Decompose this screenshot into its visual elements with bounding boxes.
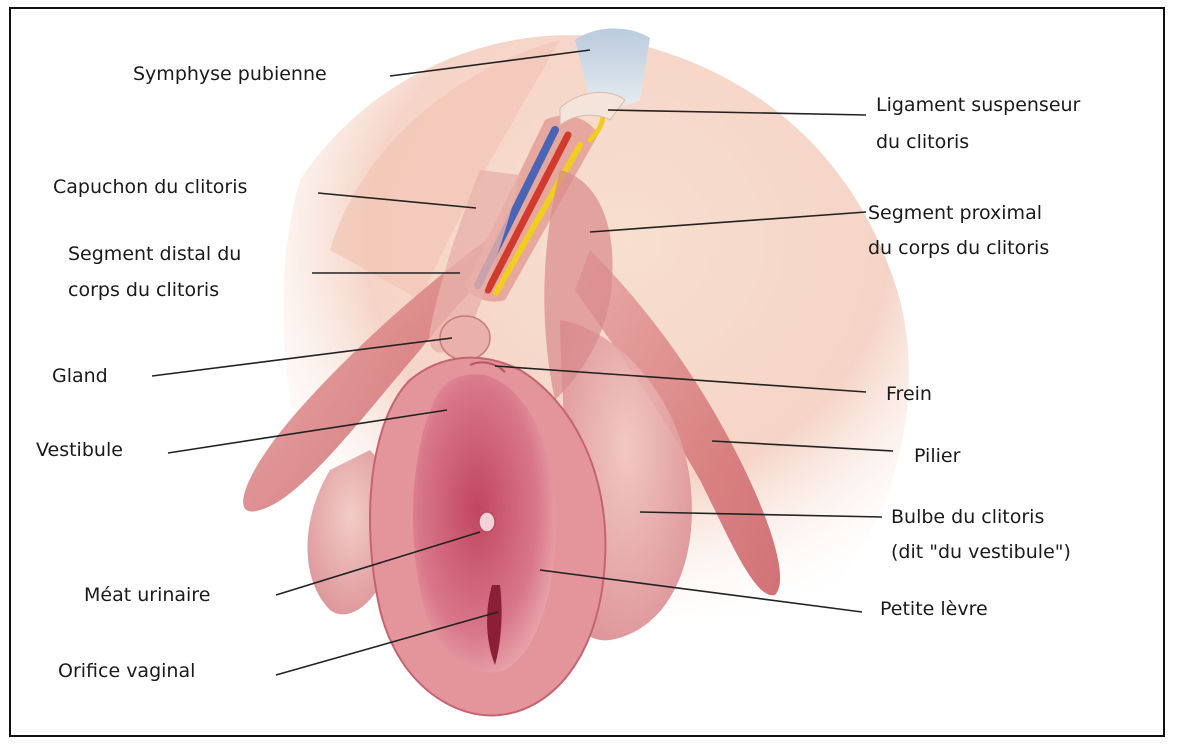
label-symphyse-pubienne: Symphyse pubienne [133,60,327,88]
label-bulbe-line2: (dit "du vestibule") [891,538,1071,566]
label-vestibule: Vestibule [36,436,123,464]
label-segment-distal-line2: corps du clitoris [68,276,219,304]
label-frein: Frein [886,380,932,408]
label-segment-distal-line1: Segment distal du [68,240,241,268]
urethral-meatus [479,512,495,532]
label-ligament-line2: du clitoris [876,128,969,156]
label-segment-proximal-line2: du corps du clitoris [868,234,1049,262]
label-ligament-line1: Ligament suspenseur [876,91,1080,119]
label-meat-urinaire: Méat urinaire [84,581,210,609]
label-bulbe-line1: Bulbe du clitoris [891,503,1044,531]
label-orifice-vaginal: Orifice vaginal [58,657,195,685]
label-capuchon: Capuchon du clitoris [53,173,247,201]
label-gland: Gland [52,362,108,390]
label-segment-proximal-line1: Segment proximal [868,199,1042,227]
label-petite-levre: Petite lèvre [880,595,988,623]
label-pilier: Pilier [914,442,960,470]
